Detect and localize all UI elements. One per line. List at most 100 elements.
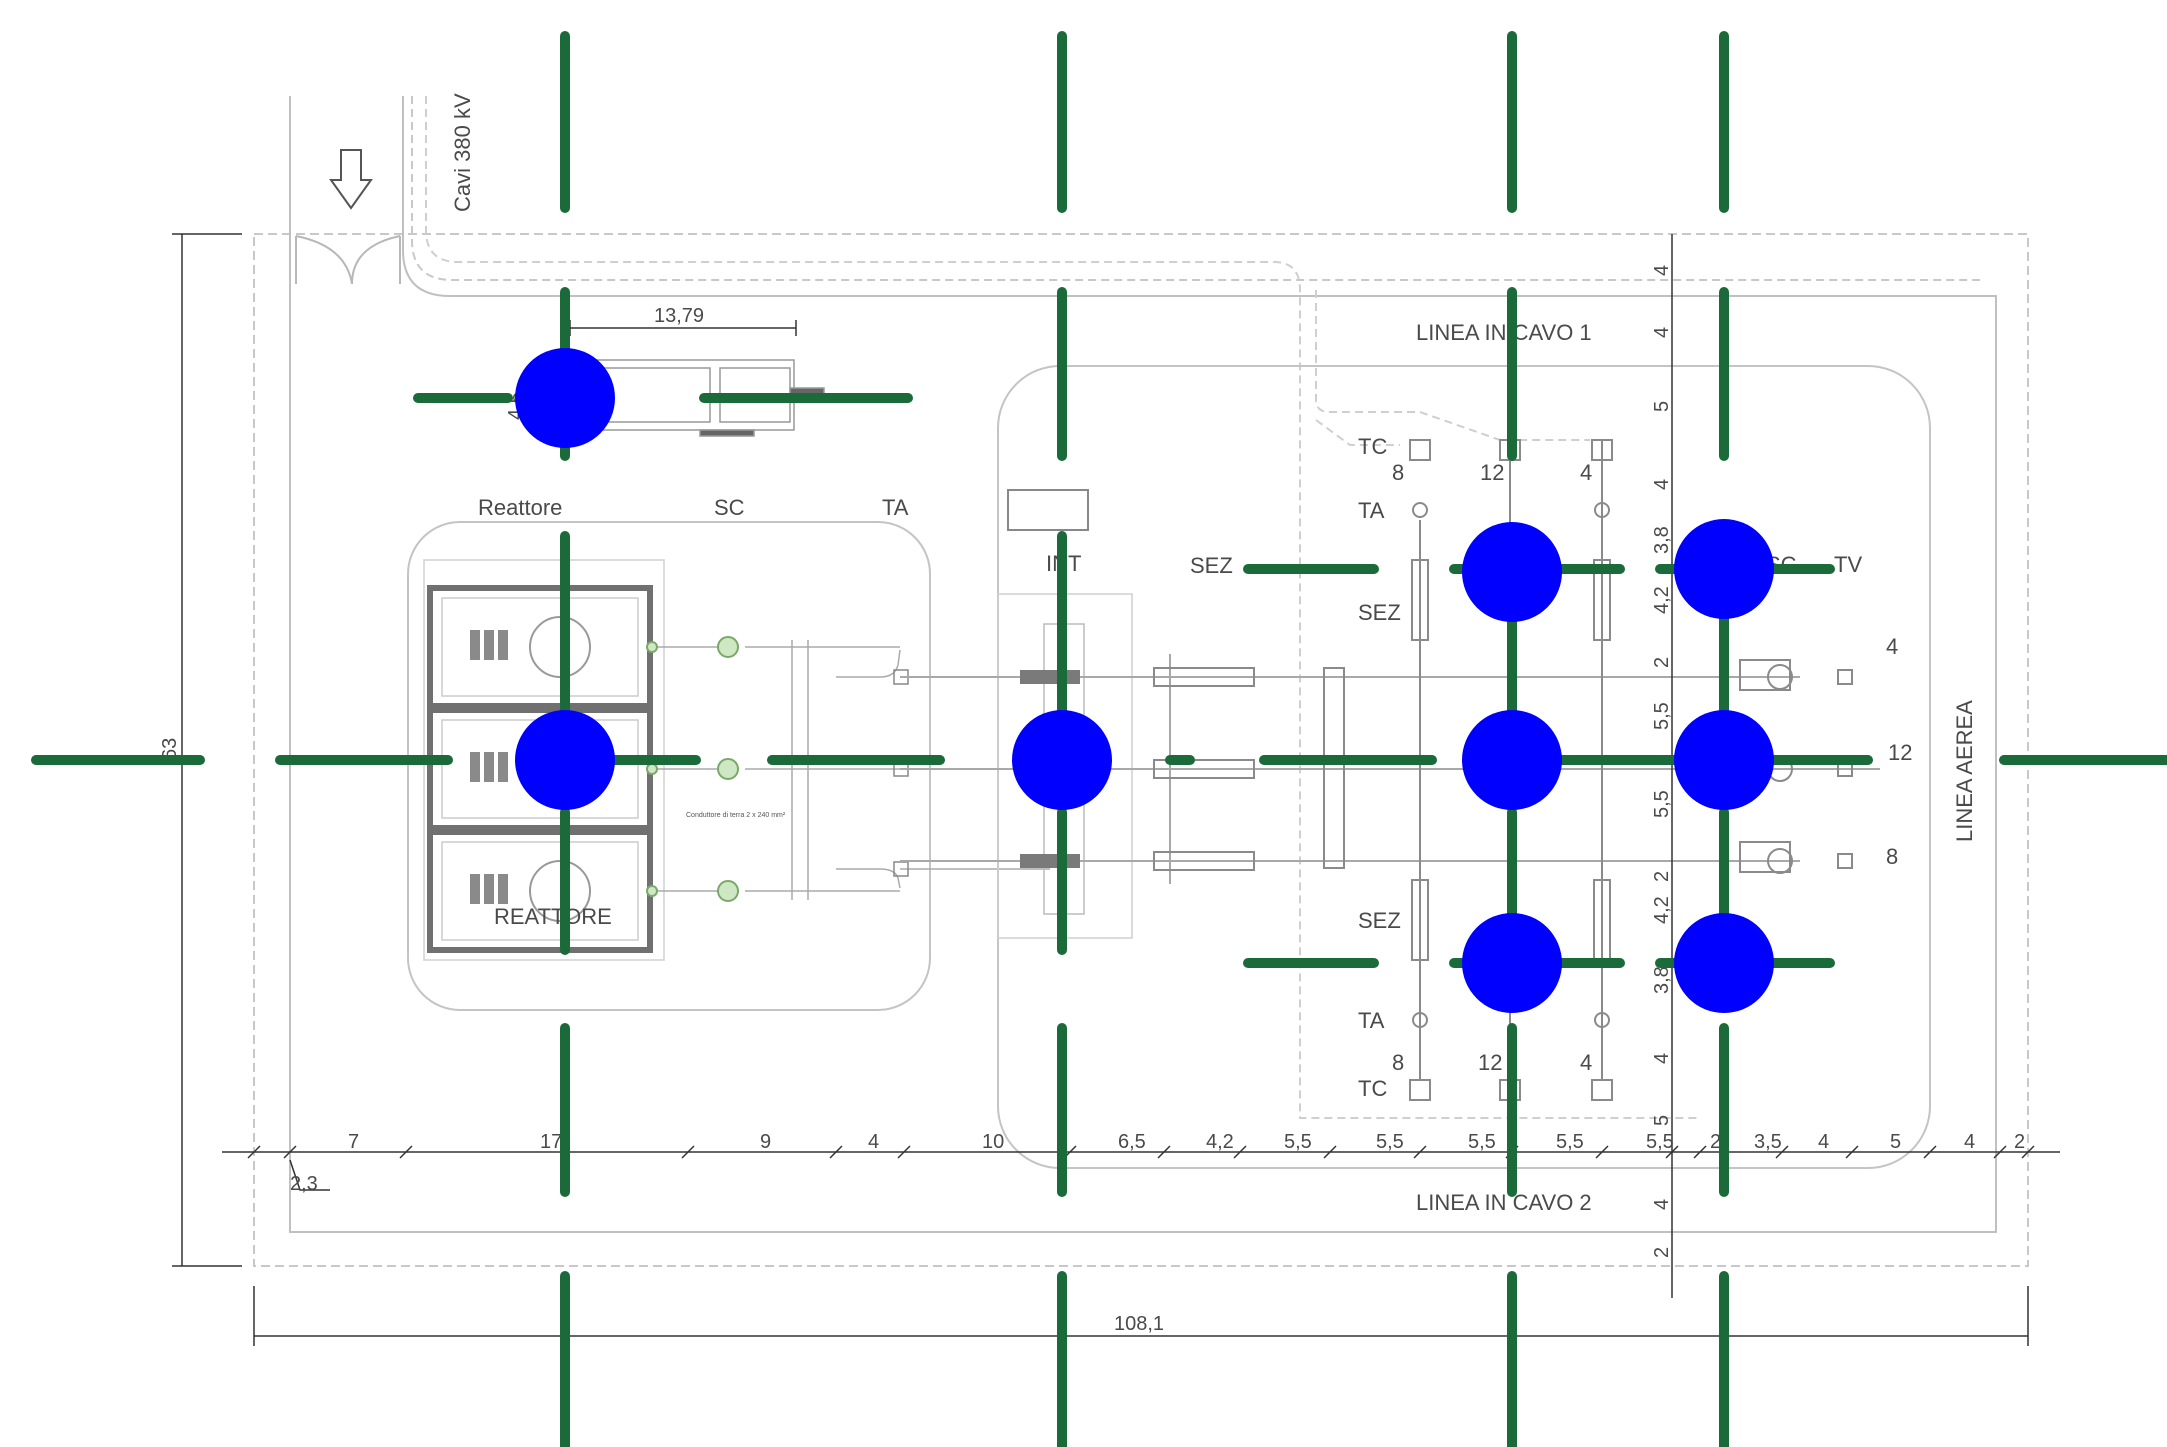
bottom-dimension-label: 5,5 [1376, 1131, 1404, 1153]
bottom-dimension-label: 7 [348, 1131, 359, 1153]
vertical-dimension-label: 2 [1651, 1247, 1673, 1258]
marker-circle [1674, 519, 1774, 619]
vertical-dimension-label: 4 [1651, 327, 1673, 338]
dimension-tick [1413, 1145, 1427, 1159]
bottom-dimension-label: 5,5 [1556, 1131, 1584, 1153]
bottom-dimension-label: 2 [2014, 1131, 2025, 1153]
dimension-tick [2021, 1145, 2035, 1159]
vertical-dimension-label: 5 [1651, 1115, 1673, 1126]
sez-top-label: SEZ [1358, 600, 1401, 625]
marker-circles [515, 348, 1774, 1013]
bottom-dimension-label: 5,5 [1468, 1131, 1496, 1153]
dimension-tick [1775, 1145, 1789, 1159]
dimension-tick [829, 1145, 843, 1159]
bottom-dimension-label: 4 [868, 1131, 879, 1153]
bottom-dimension-label: 6,5 [1118, 1131, 1146, 1153]
num-12-bottom: 12 [1478, 1050, 1502, 1075]
vertical-dimension-label: 3,8 [1651, 966, 1673, 994]
dimension-tick [283, 1145, 297, 1159]
linea-cavo-1-label: LINEA IN CAVO 1 [1416, 320, 1592, 345]
bottom-dimension-label: 4,2 [1206, 1131, 1234, 1153]
right-12-label: 12 [1888, 740, 1912, 765]
dimension-lines [172, 233, 2060, 1346]
ta-mid-top-label: TA [1358, 498, 1385, 523]
tv-label: TV [1834, 552, 1862, 577]
sez-bottom-label: SEZ [1358, 908, 1401, 933]
sc-top-label: SC [714, 495, 745, 520]
dimension-tick [1845, 1145, 1859, 1159]
dimension-tick [1993, 1145, 2007, 1159]
vertical-dimension-label: 4 [1651, 1199, 1673, 1210]
dimension-tick [1595, 1145, 1609, 1159]
marker-circle [1012, 710, 1112, 810]
bottom-dimension-label: 4 [1964, 1131, 1975, 1153]
dim-1379: 13,79 [654, 305, 704, 327]
tc-bottom-label: TC [1358, 1076, 1387, 1101]
dim-23: 2,3 [290, 1173, 318, 1195]
dimension-tick [681, 1145, 695, 1159]
reactor-bay: Reattore SC TA REATTORE Conduttore di te… [407, 495, 1050, 1011]
linea-cavo-2-label: LINEA IN CAVO 2 [1416, 1190, 1592, 1215]
vertical-dimension-label: 4 [1651, 479, 1673, 490]
dimension-tick [1693, 1145, 1707, 1159]
bottom-dimension-label: 5,5 [1284, 1131, 1312, 1153]
vertical-dimension-label: 4,2 [1651, 896, 1673, 924]
dimension-tick [1665, 1145, 1679, 1159]
site-boundary [253, 96, 2029, 1267]
vertical-dimension-label: 4 [1651, 265, 1673, 276]
marker-circle [1674, 913, 1774, 1013]
right-4-label: 4 [1886, 634, 1898, 659]
num-8-top: 8 [1392, 460, 1404, 485]
marker-circle [515, 348, 615, 448]
bottom-dimension-label: 3,5 [1754, 1131, 1782, 1153]
sez-left-label: SEZ [1190, 553, 1233, 578]
vertical-dimension-label: 4 [1651, 1053, 1673, 1064]
num-8-bottom: 8 [1392, 1050, 1404, 1075]
marker-circle [515, 710, 615, 810]
bottom-dimension-label: 10 [982, 1131, 1004, 1153]
right-8-label: 8 [1886, 844, 1898, 869]
reattore-top-label: Reattore [478, 495, 562, 520]
tc-top-label: TC [1358, 434, 1387, 459]
marker-circle [1462, 522, 1562, 622]
num-4-bottom: 4 [1580, 1050, 1592, 1075]
ta-mid-bottom-label: TA [1358, 1008, 1385, 1033]
bottom-dimension-label: 4 [1818, 1131, 1829, 1153]
vertical-dimension-label: 5,5 [1651, 790, 1673, 818]
entrance-gate [295, 235, 401, 285]
bottom-dimension-label: 2 [1710, 1131, 1721, 1153]
marker-bars [31, 31, 2167, 1447]
dimension-tick [897, 1145, 911, 1159]
dim-63: 63 [159, 738, 181, 760]
ta-top-label: TA [882, 495, 909, 520]
dimension-tick [399, 1145, 413, 1159]
conduttore-label: Conduttore di terra 2 x 240 mm² [686, 812, 786, 819]
dim-1081: 108,1 [1114, 1313, 1164, 1335]
linea-aerea-label: LINEA AEREA [1952, 700, 1977, 842]
vertical-dimension-label: 3,8 [1651, 526, 1673, 554]
dimension-tick [1233, 1145, 1247, 1159]
bottom-dimension-label: 9 [760, 1131, 771, 1153]
vertical-dimension-labels: 4 4 5 4 3,8 4,2 2 5,5 5,5 2 4,2 3,8 4 5 4 2 [1651, 265, 1673, 1258]
vertical-dimension-label: 4,2 [1651, 586, 1673, 614]
dimension-tick [1323, 1145, 1337, 1159]
bottom-dimension-label: 5,5 [1646, 1131, 1674, 1153]
vertical-dimension-label: 2 [1651, 657, 1673, 668]
entrance-arrow-icon [329, 149, 373, 210]
dimension-tick [247, 1145, 261, 1159]
num-4-top: 4 [1580, 460, 1592, 485]
num-12-top: 12 [1480, 460, 1504, 485]
marker-circle [1462, 913, 1562, 1013]
dimension-tick [1923, 1145, 1937, 1159]
vertical-dimension-label: 5,5 [1651, 702, 1673, 730]
vertical-dimension-label: 5 [1651, 401, 1673, 412]
marker-circle [1462, 710, 1562, 810]
bottom-dimension-label: 5 [1890, 1131, 1901, 1153]
reattore-inner-label: REATTORE [494, 904, 612, 929]
cavi-label: Cavi 380 kV [450, 93, 475, 212]
marker-circle [1674, 710, 1774, 810]
dimension-tick [1157, 1145, 1171, 1159]
vertical-dimension-label: 2 [1651, 871, 1673, 882]
